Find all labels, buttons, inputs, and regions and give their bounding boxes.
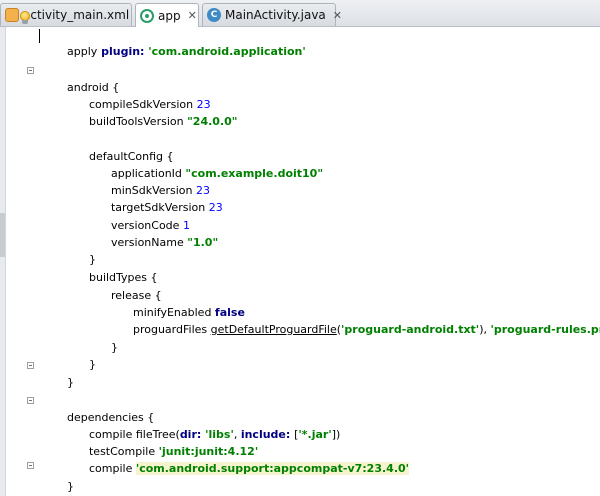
code-line: versionCode 1 [110, 219, 190, 232]
code-line: applicationId "com.example.doit10" [110, 167, 324, 180]
code-line: buildToolsVersion "24.0.0" [88, 115, 238, 128]
close-icon[interactable]: ✕ [332, 8, 342, 22]
fold-toggle-icon[interactable] [27, 462, 34, 469]
code-line: } [88, 253, 96, 266]
code-line: android { [66, 81, 120, 94]
code-line: compile fileTree(dir: 'libs', include: [… [88, 428, 341, 441]
fold-toggle-icon[interactable] [27, 67, 34, 74]
code-line: } [66, 480, 74, 493]
tab-activity-main-xml[interactable]: activity_main.xml ✕ [0, 3, 145, 26]
code-line: compileSdkVersion 23 [88, 98, 211, 111]
code-line: defaultConfig { [88, 150, 174, 163]
gradle-file-icon [140, 8, 154, 23]
code-line: minifyEnabled false [132, 306, 245, 319]
tab-app[interactable]: app ✕ [135, 3, 199, 27]
highlighted-dependency: 'com.android.support:appcompat-v7:23.4.0… [135, 462, 410, 475]
code-line: dependencies { [66, 411, 155, 424]
fold-toggle-icon[interactable] [27, 397, 34, 404]
tab-label: activity_main.xml [23, 8, 130, 22]
strip-handle[interactable] [0, 213, 5, 257]
code-line: targetSdkVersion 23 [110, 201, 223, 214]
left-tool-strip [0, 27, 6, 496]
text-caret [39, 29, 40, 43]
code-line: buildTypes { [88, 271, 158, 284]
code-line: } [110, 341, 118, 354]
xml-file-icon [5, 8, 19, 22]
tab-main-activity-java[interactable]: C MainActivity.java ✕ [202, 3, 342, 26]
code-line: testCompile 'junit:junit:4.12' [88, 445, 259, 458]
java-class-icon: C [207, 8, 221, 22]
code-line: } [66, 376, 74, 389]
tab-label: app [158, 8, 181, 23]
fold-gutter [27, 27, 37, 496]
code-line: release { [110, 289, 162, 302]
close-icon[interactable]: ✕ [187, 9, 197, 22]
code-line: compile 'com.android.support:appcompat-v… [88, 462, 410, 475]
code-line: apply plugin: 'com.android.application' [66, 45, 306, 58]
tab-label: MainActivity.java [225, 8, 326, 22]
code-line: } [88, 358, 96, 371]
fold-toggle-icon[interactable] [27, 362, 34, 369]
editor-tab-bar: activity_main.xml ✕ app ✕ C MainActivity… [0, 0, 600, 27]
code-line: versionName "1.0" [110, 236, 219, 249]
code-line: proguardFiles getDefaultProguardFile('pr… [132, 323, 600, 336]
code-line: minSdkVersion 23 [110, 184, 211, 197]
code-editor[interactable]: apply plugin: 'com.android.application' … [6, 27, 600, 496]
lightbulb-icon[interactable] [19, 11, 31, 25]
